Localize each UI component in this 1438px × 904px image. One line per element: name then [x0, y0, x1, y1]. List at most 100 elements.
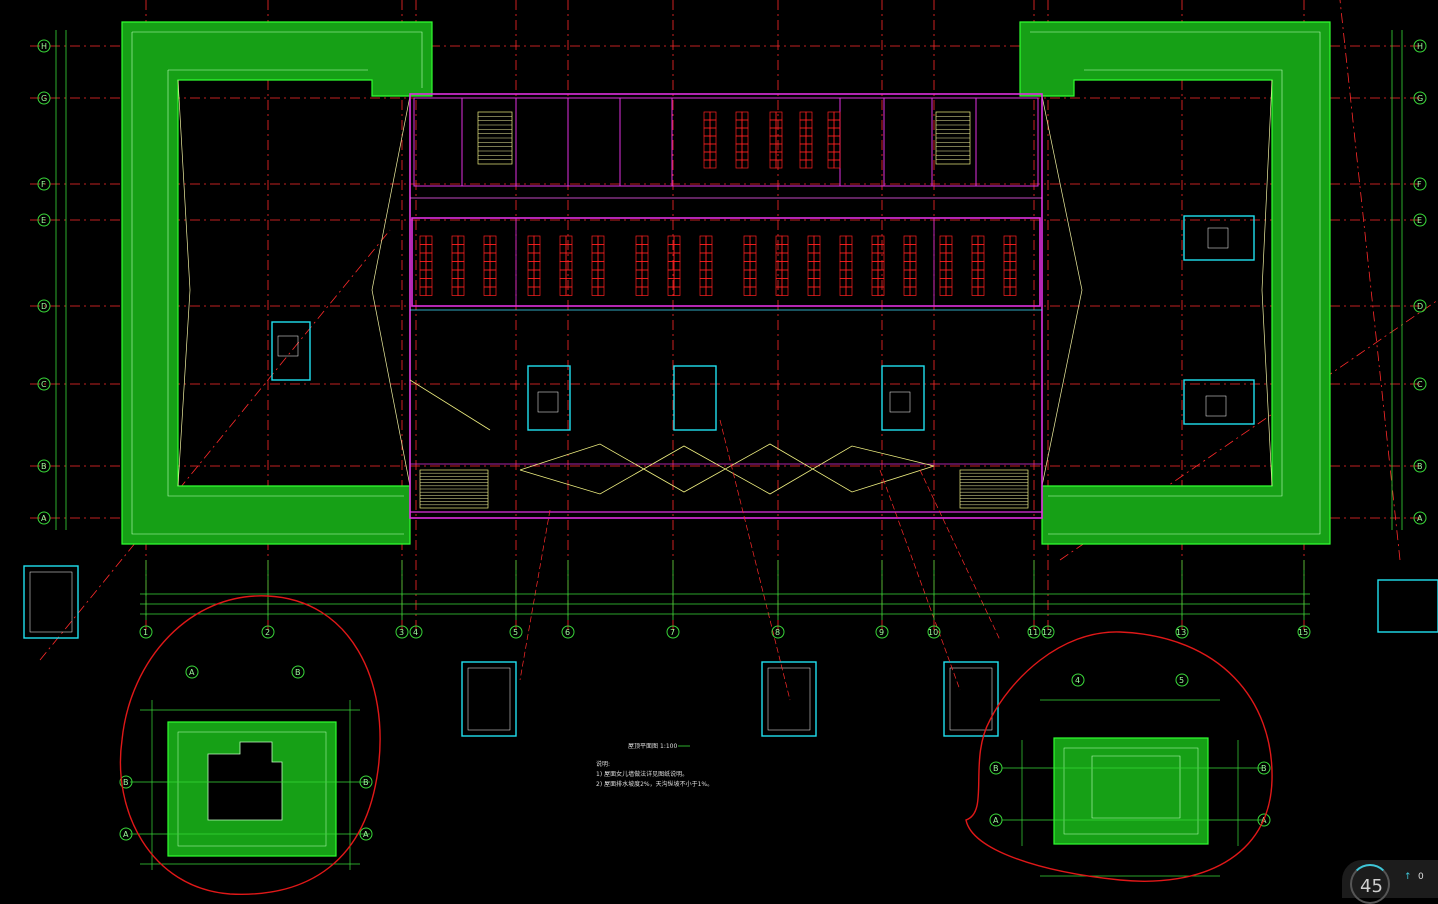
furniture-cell — [635, 252, 643, 262]
col-bubble-5: 5 — [509, 625, 523, 639]
furniture-cell — [781, 269, 789, 279]
furniture-cell — [775, 119, 783, 129]
furniture-cell — [939, 278, 947, 288]
furniture-cell — [705, 244, 713, 254]
furniture-cell — [877, 269, 885, 279]
furniture-cell — [769, 151, 777, 161]
svg-text:2: 2 — [265, 628, 270, 637]
furniture-cell — [451, 235, 459, 245]
furniture-cell — [805, 143, 813, 153]
col-bubble-11: 11 — [1027, 625, 1041, 639]
furniture-cell — [813, 244, 821, 254]
leader-lines — [519, 419, 1001, 701]
svg-text:H: H — [41, 42, 47, 51]
furniture-cell — [939, 252, 947, 262]
furniture-cell — [457, 235, 465, 245]
col-bubble-2: 2 — [261, 625, 275, 639]
furniture-cell — [597, 244, 605, 254]
furniture-cell — [451, 252, 459, 262]
ridge-lines — [409, 379, 935, 495]
furniture-cell — [977, 286, 985, 296]
svg-text:4: 4 — [1075, 676, 1080, 685]
furniture-cell — [775, 135, 783, 145]
zoom-value: 45 — [1360, 876, 1383, 897]
furniture-cell — [945, 252, 953, 262]
furniture-cell — [743, 252, 751, 262]
furniture-cell — [945, 286, 953, 296]
zoom-indicator[interactable]: 45 ↑ 0 — [1342, 860, 1438, 904]
furniture-cell — [703, 135, 711, 145]
furniture-cell — [833, 111, 841, 121]
furniture-cell — [877, 286, 885, 296]
furniture-cell — [799, 127, 807, 137]
furniture-cell — [597, 252, 605, 262]
furniture-cell — [457, 252, 465, 262]
furniture-cell — [489, 252, 497, 262]
furniture-cell — [775, 235, 783, 245]
furniture-cell — [457, 278, 465, 288]
furniture-cell — [451, 269, 459, 279]
furniture-cell — [775, 143, 783, 153]
furniture-cell — [533, 244, 541, 254]
furniture-cell — [805, 119, 813, 129]
furniture-cell — [805, 151, 813, 161]
svg-text:8: 8 — [775, 628, 780, 637]
col-bubble-12: 12 — [1041, 625, 1055, 639]
furniture-cell — [489, 261, 497, 271]
equipment-inner — [29, 227, 1229, 731]
col-bubble-13: 13 — [1175, 625, 1189, 639]
furniture-cell — [451, 278, 459, 288]
furniture-cell — [425, 286, 433, 296]
furniture-cell — [813, 286, 821, 296]
furniture-cell — [871, 286, 879, 296]
furniture-cell — [703, 159, 711, 169]
furniture-cell — [775, 252, 783, 262]
furniture-cell — [769, 111, 777, 121]
svg-text:A: A — [993, 816, 999, 825]
furniture-cell — [845, 269, 853, 279]
svg-text:D: D — [1417, 302, 1423, 311]
furniture-cell — [781, 286, 789, 296]
grid-axis-lines — [30, 0, 1438, 661]
furniture-cell — [799, 111, 807, 121]
furniture-cell — [735, 151, 743, 161]
furniture-cell — [483, 286, 491, 296]
furniture-cell — [483, 244, 491, 254]
svg-text:B: B — [1261, 764, 1267, 773]
furniture-cell — [743, 235, 751, 245]
furniture-cell — [799, 151, 807, 161]
furniture-cell — [839, 286, 847, 296]
furniture-cell — [909, 235, 917, 245]
furniture-cell — [565, 235, 573, 245]
furniture-cell — [635, 286, 643, 296]
furniture-cell — [1003, 269, 1011, 279]
furniture-cell — [799, 119, 807, 129]
furniture-cell — [559, 269, 567, 279]
furniture-cell — [781, 244, 789, 254]
furniture-cell — [703, 119, 711, 129]
furniture-cell — [419, 269, 427, 279]
furniture-cell — [939, 269, 947, 279]
furniture-cell — [805, 111, 813, 121]
furniture-cell — [709, 127, 717, 137]
furniture-cell — [425, 252, 433, 262]
furniture-cell — [527, 278, 535, 288]
furniture-cell — [743, 269, 751, 279]
notes-line-1: 1) 屋面女儿墙做法详见图纸说明。 — [596, 770, 688, 778]
furniture-cell — [591, 244, 599, 254]
svg-text:B: B — [123, 778, 129, 787]
svg-text:C: C — [41, 380, 47, 389]
svg-text:G: G — [41, 94, 47, 103]
svg-text:B: B — [295, 668, 301, 677]
furniture-cell — [845, 261, 853, 271]
furniture-cell — [903, 235, 911, 245]
furniture-grids — [419, 111, 1017, 296]
furniture-cell — [813, 252, 821, 262]
drawing-notes: 屋顶平面图 1:100 说明: 1) 屋面女儿墙做法详见图纸说明。 2) 屋面排… — [596, 743, 713, 788]
furniture-cell — [457, 261, 465, 271]
furniture-cell — [775, 286, 783, 296]
